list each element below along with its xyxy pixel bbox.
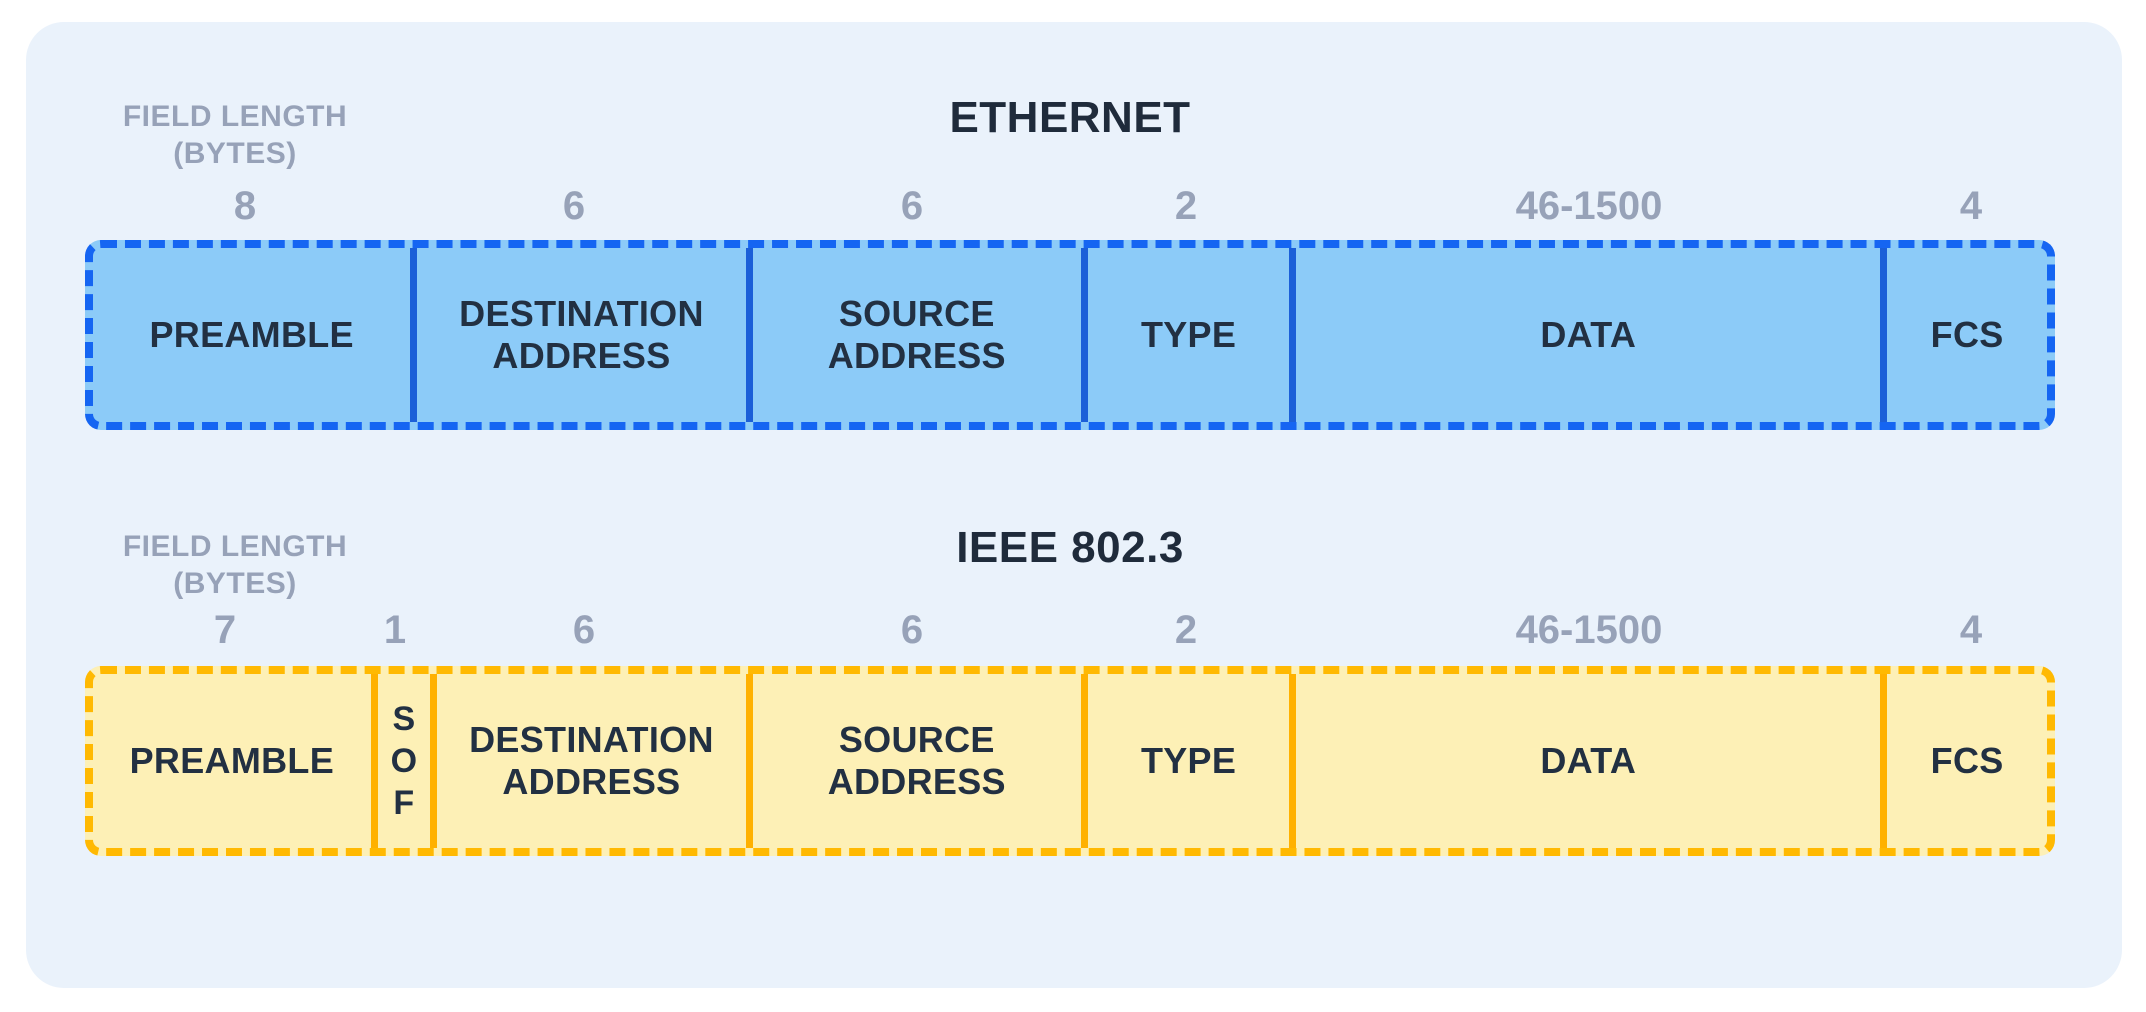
ethernet-field-fcs: FCS [1880, 248, 2047, 422]
ethernet-field-destination-address: DESTINATION ADDRESS [410, 248, 745, 422]
byte-count-destination: 6 [562, 184, 586, 228]
ieee8023-field-fcs: FCS [1880, 674, 2047, 848]
byte-count-data: 46-1500 [1515, 184, 1663, 228]
ethernet-field-preamble: PREAMBLE [149, 313, 354, 355]
field-length-line1: FIELD LENGTH [122, 530, 348, 563]
field-length-line1: FIELD LENGTH [122, 100, 348, 133]
ieee8023-field-preamble: PREAMBLE [129, 739, 335, 781]
byte-count-preamble: 8 [233, 184, 257, 228]
ieee8023-field-length-label: FIELD LENGTH (BYTES) [115, 528, 355, 602]
field-length-line2: (BYTES) [173, 137, 297, 170]
ieee8023-section: FIELD LENGTH (BYTES) IEEE 802.3 7 1 6 6 … [85, 526, 2055, 856]
ieee8023-field-destination-address: DESTINATION ADDRESS [430, 674, 745, 848]
ieee8023-title: IEEE 802.3 [956, 523, 1184, 572]
ethernet-field-length-label: FIELD LENGTH (BYTES) [115, 98, 355, 172]
ethernet-header: FIELD LENGTH (BYTES) ETHERNET [85, 93, 2055, 172]
byte-count-data: 46-1500 [1515, 608, 1663, 652]
ethernet-byte-counts: 8 6 6 2 46-1500 4 [85, 184, 2055, 228]
field-length-line2: (BYTES) [173, 567, 297, 600]
byte-count-type: 2 [1174, 608, 1198, 652]
byte-count-fcs: 4 [1959, 184, 1983, 228]
ieee8023-header: FIELD LENGTH (BYTES) IEEE 802.3 [85, 523, 2055, 602]
ieee8023-field-sof: S O F [370, 674, 431, 848]
byte-count-source: 6 [900, 184, 924, 228]
ieee8023-field-type: TYPE [1080, 674, 1289, 848]
ethernet-field-data: DATA [1289, 248, 1880, 422]
ethernet-field-type: TYPE [1080, 248, 1289, 422]
byte-count-destination: 6 [572, 608, 596, 652]
ieee8023-byte-counts: 7 1 6 6 2 46-1500 4 [85, 608, 2055, 652]
diagram-content: FIELD LENGTH (BYTES) ETHERNET 8 6 6 2 46… [85, 22, 2055, 856]
ieee8023-field-data: DATA [1289, 674, 1880, 848]
ethernet-title: ETHERNET [949, 93, 1191, 142]
byte-count-preamble: 7 [213, 608, 237, 652]
byte-count-sof: 1 [383, 608, 407, 652]
byte-count-source: 6 [900, 608, 924, 652]
ethernet-frame: PREAMBLE DESTINATION ADDRESS SOURCE ADDR… [85, 240, 2055, 430]
byte-count-fcs: 4 [1959, 608, 1983, 652]
ethernet-section: FIELD LENGTH (BYTES) ETHERNET 8 6 6 2 46… [85, 96, 2055, 430]
ieee8023-field-source-address: SOURCE ADDRESS [745, 674, 1081, 848]
ieee8023-frame: PREAMBLE S O F DESTINATION ADDRESS SOURC… [85, 666, 2055, 856]
byte-count-type: 2 [1174, 184, 1198, 228]
diagram-panel: FIELD LENGTH (BYTES) ETHERNET 8 6 6 2 46… [26, 22, 2122, 988]
ethernet-field-source-address: SOURCE ADDRESS [745, 248, 1081, 422]
